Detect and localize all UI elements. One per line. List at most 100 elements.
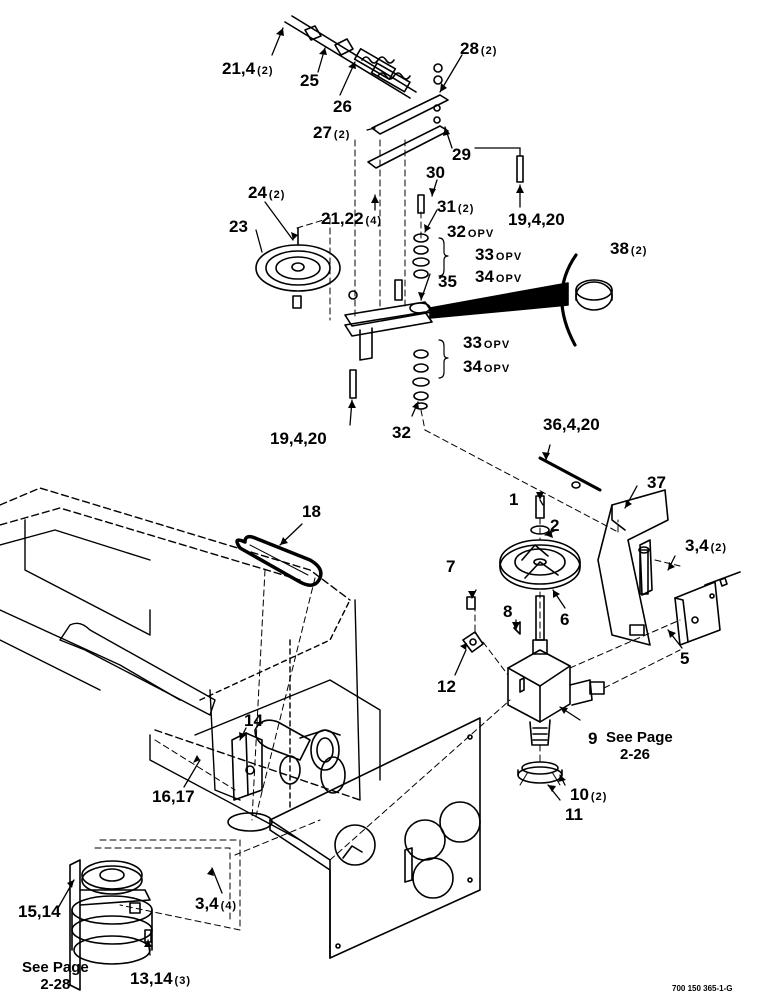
callout-qty: OPV: [495, 251, 523, 263]
callout-qty: (2): [257, 65, 274, 77]
washer-stack-lower: [412, 349, 430, 410]
callout-11: 11: [565, 806, 583, 823]
callout-13-14: 13,14(3): [130, 970, 191, 987]
brackets-opv: [438, 237, 449, 379]
callout-19-4-20-lower: 19,4,20: [270, 430, 327, 447]
drive-shaft-housing: [254, 719, 346, 794]
callout-qty: (2): [630, 245, 648, 257]
callout-number: 29: [452, 145, 471, 164]
callout-qty: (2): [457, 203, 475, 215]
callout-qty: OPV: [483, 339, 511, 351]
callout-38: 38(2): [610, 240, 647, 257]
callout-qty: OPV: [495, 273, 523, 285]
callout-qty: (2): [268, 189, 286, 201]
note-line: See Page: [606, 729, 673, 746]
callout-number: 34: [475, 267, 494, 286]
note-line: 2-26: [620, 745, 651, 763]
callout-number: 8: [503, 602, 513, 621]
callout-number: 9: [588, 729, 598, 748]
callout-15-14: 15,14: [18, 903, 61, 920]
note-line: See Page: [22, 959, 89, 976]
callout-qty: (4): [220, 900, 238, 912]
callout-number: 1: [509, 490, 519, 509]
idler-pulley-23: [255, 227, 341, 309]
callout-qty: (3): [174, 975, 191, 987]
callout-number: 38: [610, 239, 629, 258]
idler-arm-plates: [367, 63, 449, 169]
callout-number: 26: [333, 97, 352, 116]
belt-18: [235, 534, 323, 587]
callout-28: 28(2): [460, 40, 497, 57]
callout-19-4-20-upper: 19,4,20: [508, 211, 565, 228]
callout-number: 24: [248, 183, 267, 202]
callout-36-4-20: 36,4,20: [543, 416, 600, 433]
callout-number: 19,4,20: [270, 429, 327, 448]
callout-qty: (2): [333, 129, 351, 141]
callout-12: 12: [437, 678, 456, 695]
callout-number: 2: [550, 516, 560, 535]
callout-number: 7: [446, 557, 456, 576]
lower-pulley-assembly: [69, 839, 241, 991]
callout-number: 10: [570, 785, 589, 804]
callout-2: 2: [550, 517, 559, 534]
callout-1: 1: [509, 491, 518, 508]
pulley-6: [499, 495, 581, 590]
callout-23: 23: [229, 218, 248, 235]
callout-number: 21,4: [222, 59, 256, 78]
bracket-5: [674, 571, 741, 646]
note-line: 2-28: [40, 975, 71, 993]
callout-number: 33: [463, 333, 482, 352]
callout-qty: OPV: [467, 228, 495, 240]
callout-14: 14: [244, 712, 263, 729]
alignment-lines-lower: [154, 517, 681, 861]
callout-27: 27(2): [313, 124, 350, 141]
washer-stack-upper: [412, 194, 430, 279]
spring-bolt-assembly: [284, 15, 417, 99]
callout-number: 3,4: [195, 894, 219, 913]
arrowheads: [67, 28, 676, 947]
callout-26: 26: [333, 98, 352, 115]
bolt-36: [538, 456, 602, 492]
callout-number: 31: [437, 197, 456, 216]
callout-number: 32: [447, 222, 466, 241]
bracket-14: [227, 732, 273, 832]
callout-number: 11: [565, 805, 583, 824]
callout-number: 25: [300, 71, 319, 90]
callout-number: 27: [313, 123, 332, 142]
callout-qty: (2): [590, 791, 608, 803]
callout-number: 33: [475, 245, 494, 264]
idler-bracket-35: [344, 279, 433, 361]
callout-35: 35: [438, 273, 457, 290]
callout-5: 5: [680, 650, 689, 667]
callout-number: 14: [244, 711, 263, 730]
callout-number: 19,4,20: [508, 210, 565, 229]
side-plate: [269, 717, 481, 959]
callout-29: 29: [452, 146, 471, 163]
callout-number: 16,17: [152, 787, 195, 806]
callout-number: 35: [438, 272, 457, 291]
pulley-11: [517, 761, 563, 786]
drawing-number: 700 150 365-1-G: [672, 984, 733, 993]
grease-fitting-7-12: [462, 596, 521, 653]
callout-25: 25: [300, 72, 319, 89]
bolt-19-lower: [349, 369, 357, 399]
callout-number: 28: [460, 39, 479, 58]
callout-qty: (4): [365, 215, 382, 227]
callout-9: 9: [588, 730, 597, 747]
callout-number: 23: [229, 217, 248, 236]
callout-number: 12: [437, 677, 456, 696]
callout-number: 13,14: [130, 969, 173, 988]
callout-16-17: 16,17: [152, 788, 195, 805]
callout-21-22: 21,22(4): [321, 210, 382, 227]
gearbox-9: [507, 595, 605, 746]
callout-qty: (2): [480, 45, 498, 57]
shield-37: [597, 489, 669, 646]
callout-number: 32: [392, 423, 411, 442]
callout-qty: (2): [710, 542, 728, 554]
callout-8: 8: [503, 603, 512, 620]
callout-30: 30: [426, 164, 445, 181]
